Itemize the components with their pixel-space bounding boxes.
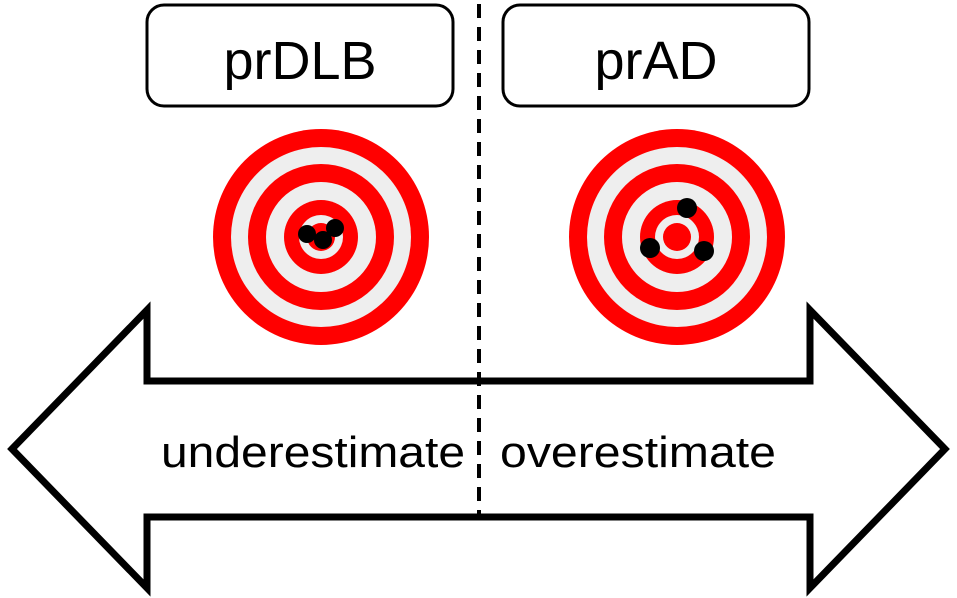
hit-dot xyxy=(677,198,697,218)
target-prad xyxy=(569,129,785,345)
hit-dot xyxy=(640,238,660,258)
hit-dot xyxy=(326,219,344,237)
label-prad: prAD xyxy=(594,31,717,91)
label-box-prdlb: prDLB xyxy=(145,3,455,108)
label-overestimate: overestimate xyxy=(500,428,776,477)
label-box-prad: prAD xyxy=(501,3,811,108)
target-prdlb xyxy=(213,129,429,345)
hit-dot xyxy=(298,225,316,243)
hit-dot xyxy=(694,241,714,261)
label-underestimate: underestimate xyxy=(161,428,465,477)
hit-dot xyxy=(314,231,332,249)
label-prdlb: prDLB xyxy=(223,31,376,91)
